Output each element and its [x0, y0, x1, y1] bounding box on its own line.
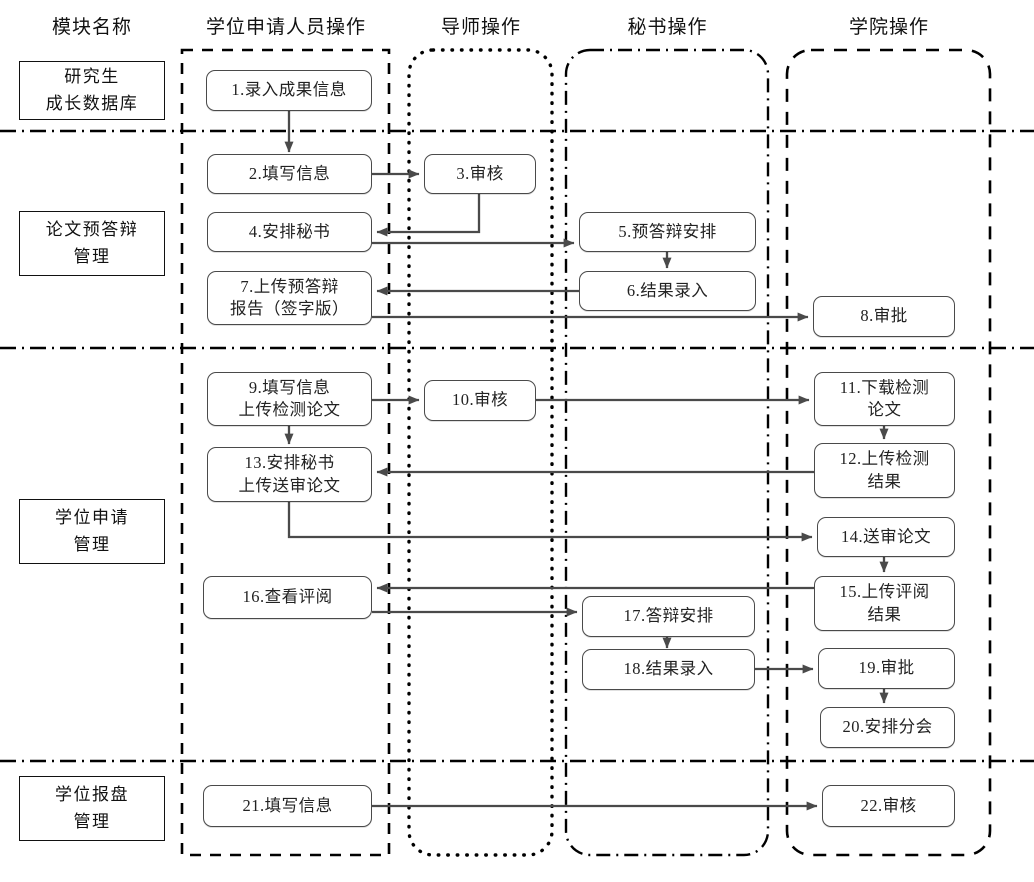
node-line: 15.上传评阅 — [839, 582, 930, 602]
module-label-line1: 论文预答辩 — [45, 220, 139, 240]
node-line: 结果 — [867, 471, 902, 491]
lane-outline-applicant — [180, 48, 391, 857]
node-line: 4.安排秘书 — [248, 221, 331, 241]
node-line: 18.结果录入 — [623, 659, 714, 679]
node-line: 22.审核 — [860, 795, 917, 815]
module-box-pre-defense: 论文预答辩 管理 — [19, 211, 165, 276]
node-line: 11.下载检测 — [839, 377, 930, 397]
column-header-secretary: 秘书操作 — [627, 17, 708, 38]
node-line: 20.安排分会 — [842, 717, 933, 737]
node-line: 13.安排秘书 — [244, 453, 335, 473]
node-n11[interactable]: 11.下载检测 论文 — [814, 372, 955, 426]
node-line: 6.结果录入 — [626, 280, 709, 300]
node-line: 14.送审论文 — [840, 526, 932, 546]
node-n16[interactable]: 16.查看评阅 — [203, 576, 372, 619]
node-line: 1.录入成果信息 — [231, 80, 347, 100]
node-n21[interactable]: 21.填写信息 — [203, 785, 372, 827]
module-label-line2: 管理 — [73, 534, 111, 554]
module-box-degree-report: 学位报盘 管理 — [19, 776, 165, 841]
node-line: 5.预答辩安排 — [618, 221, 717, 241]
column-header-college: 学院操作 — [848, 17, 929, 38]
node-n3[interactable]: 3.审核 — [424, 154, 536, 194]
module-label-line1: 学位报盘 — [55, 785, 129, 805]
node-n8[interactable]: 8.审批 — [813, 296, 955, 337]
node-n13[interactable]: 13.安排秘书 上传送审论文 — [207, 447, 372, 502]
module-label-line1: 学位申请 — [55, 508, 129, 528]
node-n10[interactable]: 10.审核 — [424, 380, 536, 421]
node-n1[interactable]: 1.录入成果信息 — [206, 70, 372, 111]
node-line: 16.查看评阅 — [242, 587, 333, 607]
node-line: 上传检测论文 — [238, 400, 341, 419]
node-n14[interactable]: 14.送审论文 — [817, 517, 955, 557]
node-n4[interactable]: 4.安排秘书 — [207, 212, 372, 252]
node-line: 19.审批 — [858, 658, 915, 678]
node-n7[interactable]: 7.上传预答辩 报告（签字版） — [207, 271, 372, 325]
node-line: 21.填写信息 — [242, 795, 333, 815]
node-n15[interactable]: 15.上传评阅 结果 — [814, 576, 955, 631]
flow-n13-n14 — [287, 502, 813, 542]
module-label-line2: 管理 — [73, 246, 111, 266]
column-header-module: 模块名称 — [51, 17, 132, 38]
node-n12[interactable]: 12.上传检测 结果 — [814, 443, 955, 498]
module-box-growth-db: 研究生 成长数据库 — [19, 61, 165, 120]
node-line: 2.填写信息 — [248, 163, 331, 183]
lane-outline-advisor — [407, 48, 554, 857]
node-line: 结果 — [867, 604, 902, 624]
module-label-line2: 管理 — [73, 811, 111, 831]
node-n9[interactable]: 9.填写信息 上传检测论文 — [207, 372, 372, 426]
module-box-degree-apply: 学位申请 管理 — [19, 499, 165, 564]
node-n17[interactable]: 17.答辩安排 — [582, 596, 755, 637]
node-line: 17.答辩安排 — [623, 606, 714, 626]
node-n5[interactable]: 5.预答辩安排 — [579, 212, 756, 252]
node-line: 报告（签字版） — [230, 299, 349, 318]
module-label-line2: 成长数据库 — [45, 93, 139, 113]
node-n22[interactable]: 22.审核 — [822, 785, 955, 827]
module-label-line1: 研究生 — [64, 67, 120, 87]
flow-n3-n4 — [376, 193, 481, 237]
node-line: 8.审批 — [860, 306, 908, 326]
column-header-advisor: 导师操作 — [440, 17, 521, 38]
lane-outline-secretary — [564, 48, 770, 857]
node-n18[interactable]: 18.结果录入 — [582, 649, 755, 690]
node-line: 9.填写信息 — [248, 377, 331, 397]
node-line: 12.上传检测 — [839, 449, 930, 469]
node-line: 3.审核 — [456, 163, 504, 183]
node-line: 上传送审论文 — [238, 475, 341, 495]
node-line: 10.审核 — [451, 390, 509, 410]
column-header-applicant: 学位申请人员操作 — [205, 17, 366, 38]
node-n20[interactable]: 20.安排分会 — [820, 707, 955, 748]
node-line: 7.上传预答辩 — [240, 276, 339, 296]
node-n2[interactable]: 2.填写信息 — [207, 154, 372, 194]
lane-outline-college — [785, 48, 992, 857]
node-n6[interactable]: 6.结果录入 — [579, 271, 756, 311]
node-line: 论文 — [867, 400, 902, 419]
node-n19[interactable]: 19.审批 — [818, 648, 955, 689]
